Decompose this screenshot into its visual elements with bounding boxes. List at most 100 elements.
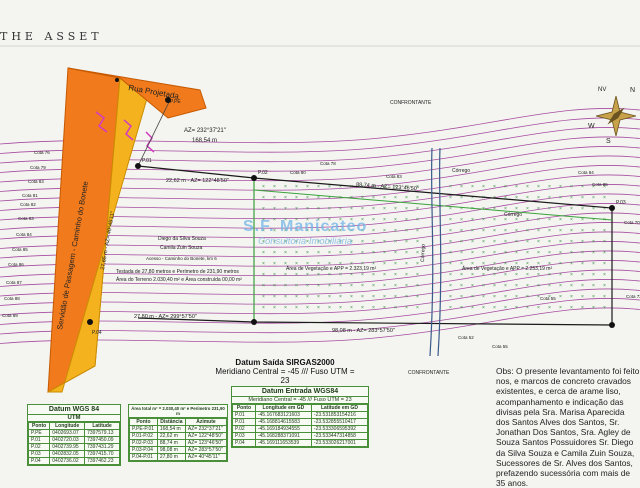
hatch-mark: × bbox=[559, 195, 562, 201]
distance-table-header-cell: Distância bbox=[156, 418, 186, 426]
hatch-mark: × bbox=[339, 184, 342, 190]
hatch-mark: × bbox=[504, 239, 507, 245]
hatch-mark: × bbox=[526, 184, 529, 190]
hatch-mark: × bbox=[537, 184, 540, 190]
hatch-mark: × bbox=[328, 239, 331, 245]
watermark-line2: Consultoria Imobiliária bbox=[258, 236, 353, 247]
utm-table-header-cell: Longitude bbox=[49, 422, 86, 430]
hatch-mark: × bbox=[548, 239, 551, 245]
hatch-mark: × bbox=[262, 239, 265, 245]
road-strip bbox=[67, 67, 207, 119]
hatch-mark: × bbox=[306, 272, 309, 278]
property-boundary bbox=[137, 165, 613, 326]
hatch-mark: × bbox=[317, 250, 320, 256]
hatch-mark: × bbox=[504, 228, 507, 234]
hatch-mark: × bbox=[537, 283, 540, 289]
hatch-mark: × bbox=[350, 261, 353, 267]
hatch-mark: × bbox=[383, 239, 386, 245]
hatch-mark: × bbox=[559, 184, 562, 190]
geo-table-cell: P.04 bbox=[232, 439, 256, 447]
hatch-mark: × bbox=[482, 294, 485, 300]
datum-saida-line: Meridiano Central = -45 /// Fuso UTM = 2… bbox=[215, 367, 355, 385]
hatch-mark: × bbox=[449, 239, 452, 245]
geo-table-row: P.04-45.169111653539-23.533026217001 bbox=[232, 439, 369, 447]
hatch-mark: × bbox=[394, 305, 397, 311]
hatch-mark: × bbox=[548, 217, 551, 223]
hatch-mark: × bbox=[350, 217, 353, 223]
geo-table-header-cell: Latitude em GD bbox=[310, 404, 369, 412]
cota-label: Cota 81 bbox=[22, 193, 38, 198]
point-p03 bbox=[609, 205, 615, 211]
distance-table: Área total m² = 2.030,40 m² e Perímetro … bbox=[128, 404, 228, 462]
hatch-mark: × bbox=[449, 250, 452, 256]
stream-label-a: Córrego bbox=[452, 168, 470, 174]
hatch-mark: × bbox=[449, 217, 452, 223]
hatch-mark: × bbox=[548, 283, 551, 289]
hatch-mark: × bbox=[537, 206, 540, 212]
distance-table-title: Área total m² = 2.030,40 m² e Perímetro … bbox=[129, 405, 227, 418]
hatch-mark: × bbox=[548, 184, 551, 190]
hatch-mark: × bbox=[515, 228, 518, 234]
hatch-mark: × bbox=[350, 184, 353, 190]
hatch-mark: × bbox=[559, 272, 562, 278]
hatch-mark: × bbox=[471, 217, 474, 223]
hatch-mark: × bbox=[306, 283, 309, 289]
hatch-mark: × bbox=[361, 250, 364, 256]
utm-table-title: Datum WGS 84 bbox=[28, 405, 120, 415]
distance-table-cell: AZ= 123°46'50" bbox=[184, 439, 228, 447]
geo-table-cell: P.01 bbox=[232, 418, 256, 426]
hatch-mark: × bbox=[537, 195, 540, 201]
hatch-mark: × bbox=[394, 294, 397, 300]
geo-table-subtitle: Meridiano Central = -45 /// Fuso UTM = 2… bbox=[232, 397, 368, 404]
hatch-mark: × bbox=[515, 217, 518, 223]
hatch-mark: × bbox=[570, 239, 573, 245]
hatch-mark: × bbox=[284, 305, 287, 311]
hatch-mark: × bbox=[570, 250, 573, 256]
app-left-label: Área de Vegetação e APP = 2.323,19 m² bbox=[286, 265, 376, 272]
hatch-mark: × bbox=[405, 206, 408, 212]
contour-line bbox=[0, 288, 640, 325]
hatch-mark: × bbox=[548, 250, 551, 256]
hatch-mark: × bbox=[592, 305, 595, 311]
hatch-mark: × bbox=[493, 217, 496, 223]
hatch-mark: × bbox=[284, 239, 287, 245]
hatch-mark: × bbox=[537, 239, 540, 245]
hatch-mark: × bbox=[449, 228, 452, 234]
utm-table-cell: 0402736.02 bbox=[49, 457, 86, 465]
hatch-mark: × bbox=[559, 239, 562, 245]
hatch-mark: × bbox=[350, 305, 353, 311]
hatch-mark: × bbox=[317, 294, 320, 300]
point-label: P.03 bbox=[616, 200, 626, 206]
hatch-mark: × bbox=[559, 250, 562, 256]
hatch-mark: × bbox=[273, 184, 276, 190]
hatch-mark: × bbox=[471, 239, 474, 245]
hatch-mark: × bbox=[295, 239, 298, 245]
hatch-mark: × bbox=[262, 217, 265, 223]
hatch-mark: × bbox=[295, 272, 298, 278]
distance-table-cell: AZ= 40°45'11" bbox=[184, 453, 228, 461]
hatch-mark: × bbox=[405, 294, 408, 300]
hatch-mark: × bbox=[383, 217, 386, 223]
hatch-mark: × bbox=[339, 228, 342, 234]
hatch-mark: × bbox=[504, 206, 507, 212]
cota-label: Cota 84 bbox=[16, 232, 32, 237]
hatch-mark: × bbox=[548, 305, 551, 311]
hatch-mark: × bbox=[295, 283, 298, 289]
utm-table-cell: 0402693.07 bbox=[49, 429, 86, 437]
point-p02 bbox=[251, 175, 257, 181]
contour-line bbox=[0, 241, 640, 278]
hatch-mark: × bbox=[460, 239, 463, 245]
hatch-mark: × bbox=[317, 283, 320, 289]
hatch-mark: × bbox=[273, 228, 276, 234]
hatch-mark: × bbox=[504, 305, 507, 311]
contour-line bbox=[0, 279, 640, 316]
hatch-mark: × bbox=[581, 206, 584, 212]
hatch-mark: × bbox=[284, 272, 287, 278]
hatch-mark: × bbox=[570, 228, 573, 234]
hatch-mark: × bbox=[581, 239, 584, 245]
hatch-mark: × bbox=[339, 305, 342, 311]
hatch-mark: × bbox=[515, 283, 518, 289]
confrontante-label-a: CONFRONTANTE bbox=[390, 100, 432, 106]
